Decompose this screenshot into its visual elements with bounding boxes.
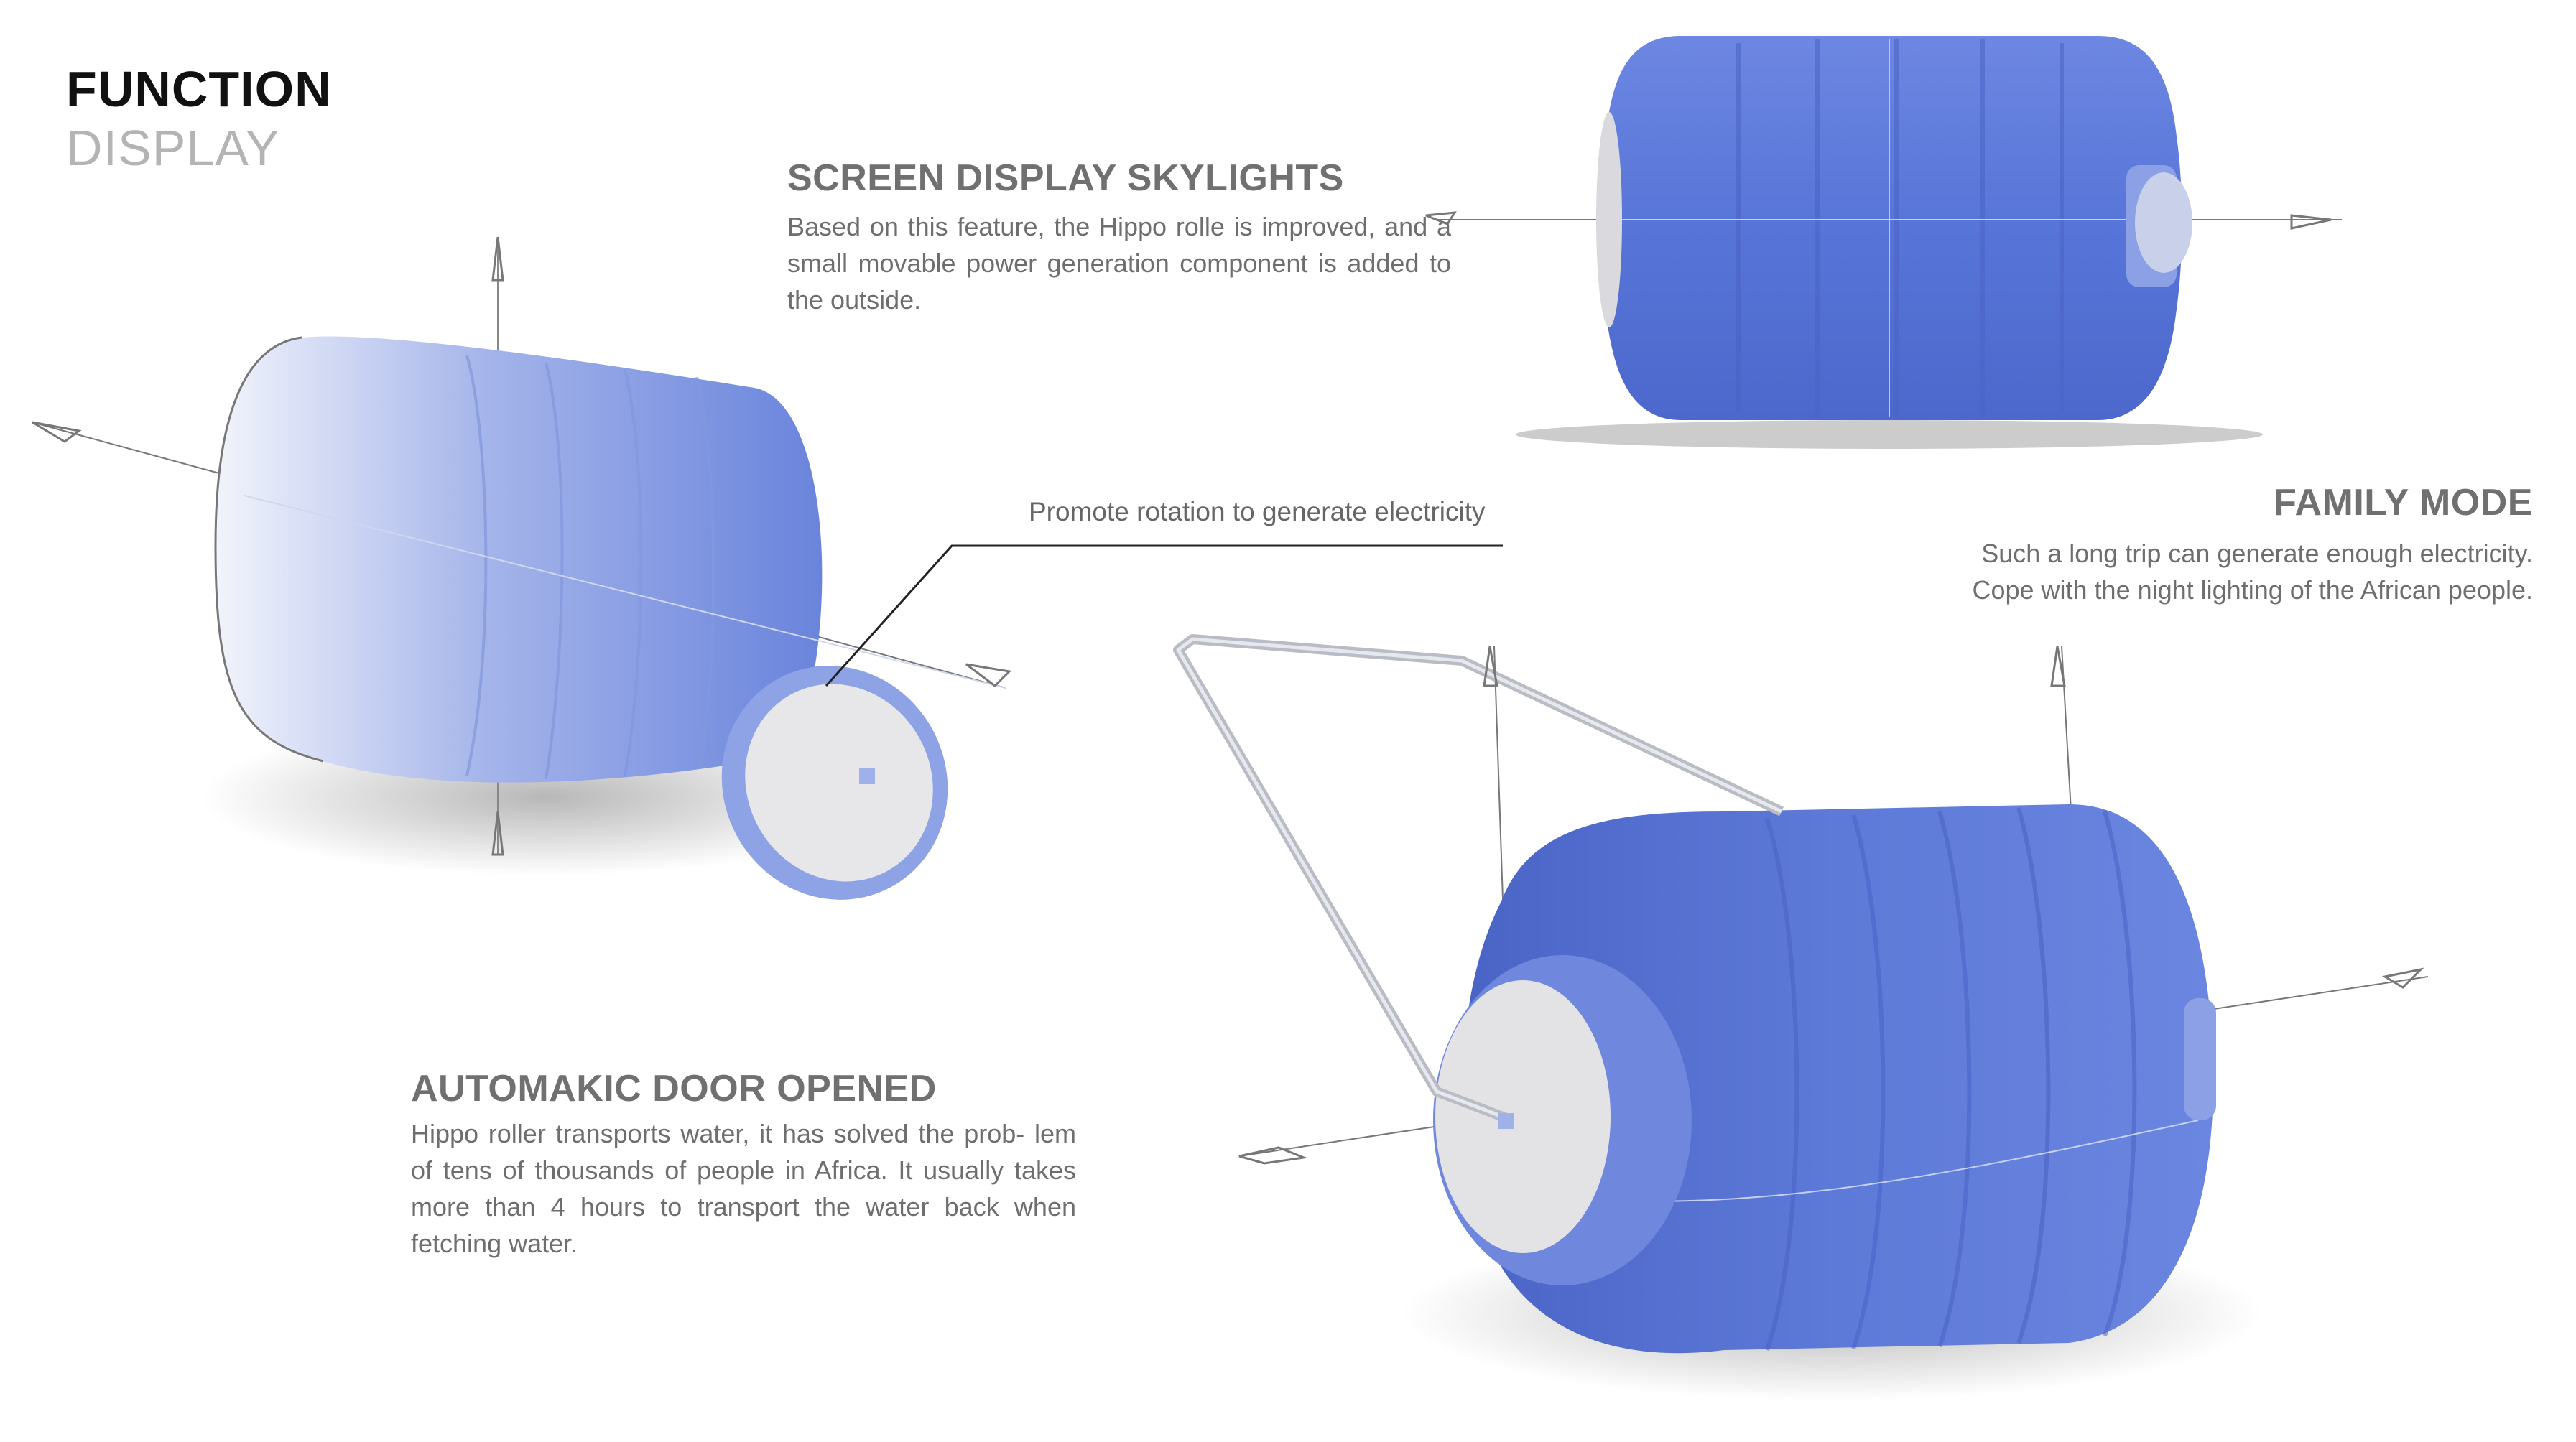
drum-with-handle [1173,634,2429,1400]
page-title-light: DISPLAY [66,120,280,176]
family-body-line-2: Cope with the night lighting of the Afri… [1972,575,2533,605]
callout-leader-line [825,544,1503,687]
skylights-heading: SCREEN DISPLAY SKYLIGHTS [787,157,1344,199]
page-title-bold: FUNCTION [66,61,332,117]
drum-tilted-with-door [32,236,1012,900]
skylights-body: Based on this feature, the Hippo rolle i… [787,212,1451,315]
drum-side-view [1425,36,2342,449]
door-body: Hippo roller transports water, it has so… [411,1119,1076,1258]
family-body-line-1: Such a long trip can generate enough ele… [1981,539,2533,568]
rotation-callout: Promote rotation to generate electricity [1029,497,1486,526]
family-heading: FAMILY MODE [2274,482,2533,524]
door-heading: AUTOMAKIC DOOR OPENED [411,1068,937,1110]
